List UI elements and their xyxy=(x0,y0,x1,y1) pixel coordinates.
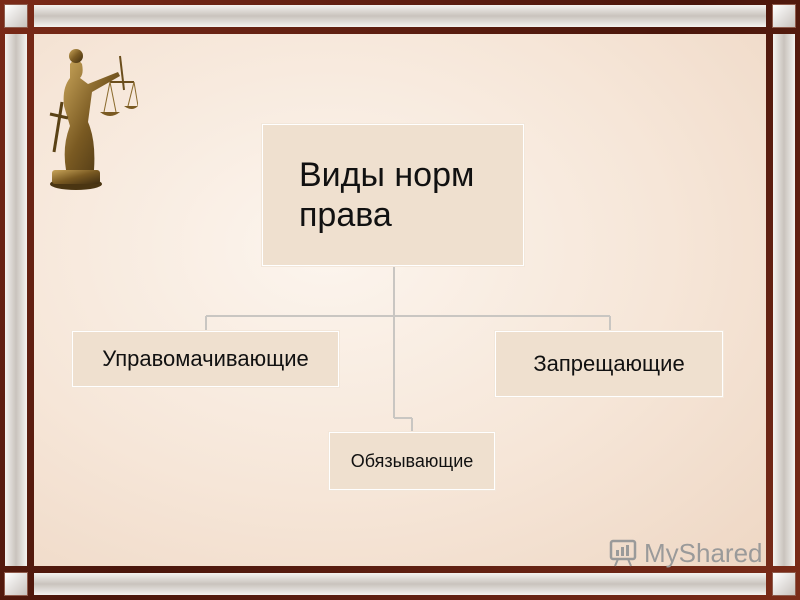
frame-corner xyxy=(772,4,796,28)
frame-corner xyxy=(4,4,28,28)
frame-rail-right xyxy=(773,34,795,566)
diagram-child-node: Обязывающие xyxy=(329,432,495,490)
frame-corner xyxy=(772,572,796,596)
child-node-label: Управомачивающие xyxy=(102,346,309,371)
myshared-logo-icon xyxy=(609,539,637,567)
watermark-brand: MyShared xyxy=(644,537,763,568)
frame-rail-bottom xyxy=(34,573,766,595)
child-node-label: Обязывающие xyxy=(350,450,474,471)
diagram-root-node: Виды норм права xyxy=(262,124,524,266)
frame-corner xyxy=(4,572,28,596)
frame-rail-left xyxy=(5,34,27,566)
child-node-label: Запрещающие xyxy=(533,351,685,376)
frame-rail-top xyxy=(34,5,766,27)
diagram-child-node: Запрещающие xyxy=(495,331,723,397)
watermark: MyShared xyxy=(608,536,763,570)
themis-statue-icon xyxy=(49,49,138,190)
diagram-child-node: Управомачивающие xyxy=(72,331,339,387)
root-node-label: Виды норм права xyxy=(299,156,475,234)
